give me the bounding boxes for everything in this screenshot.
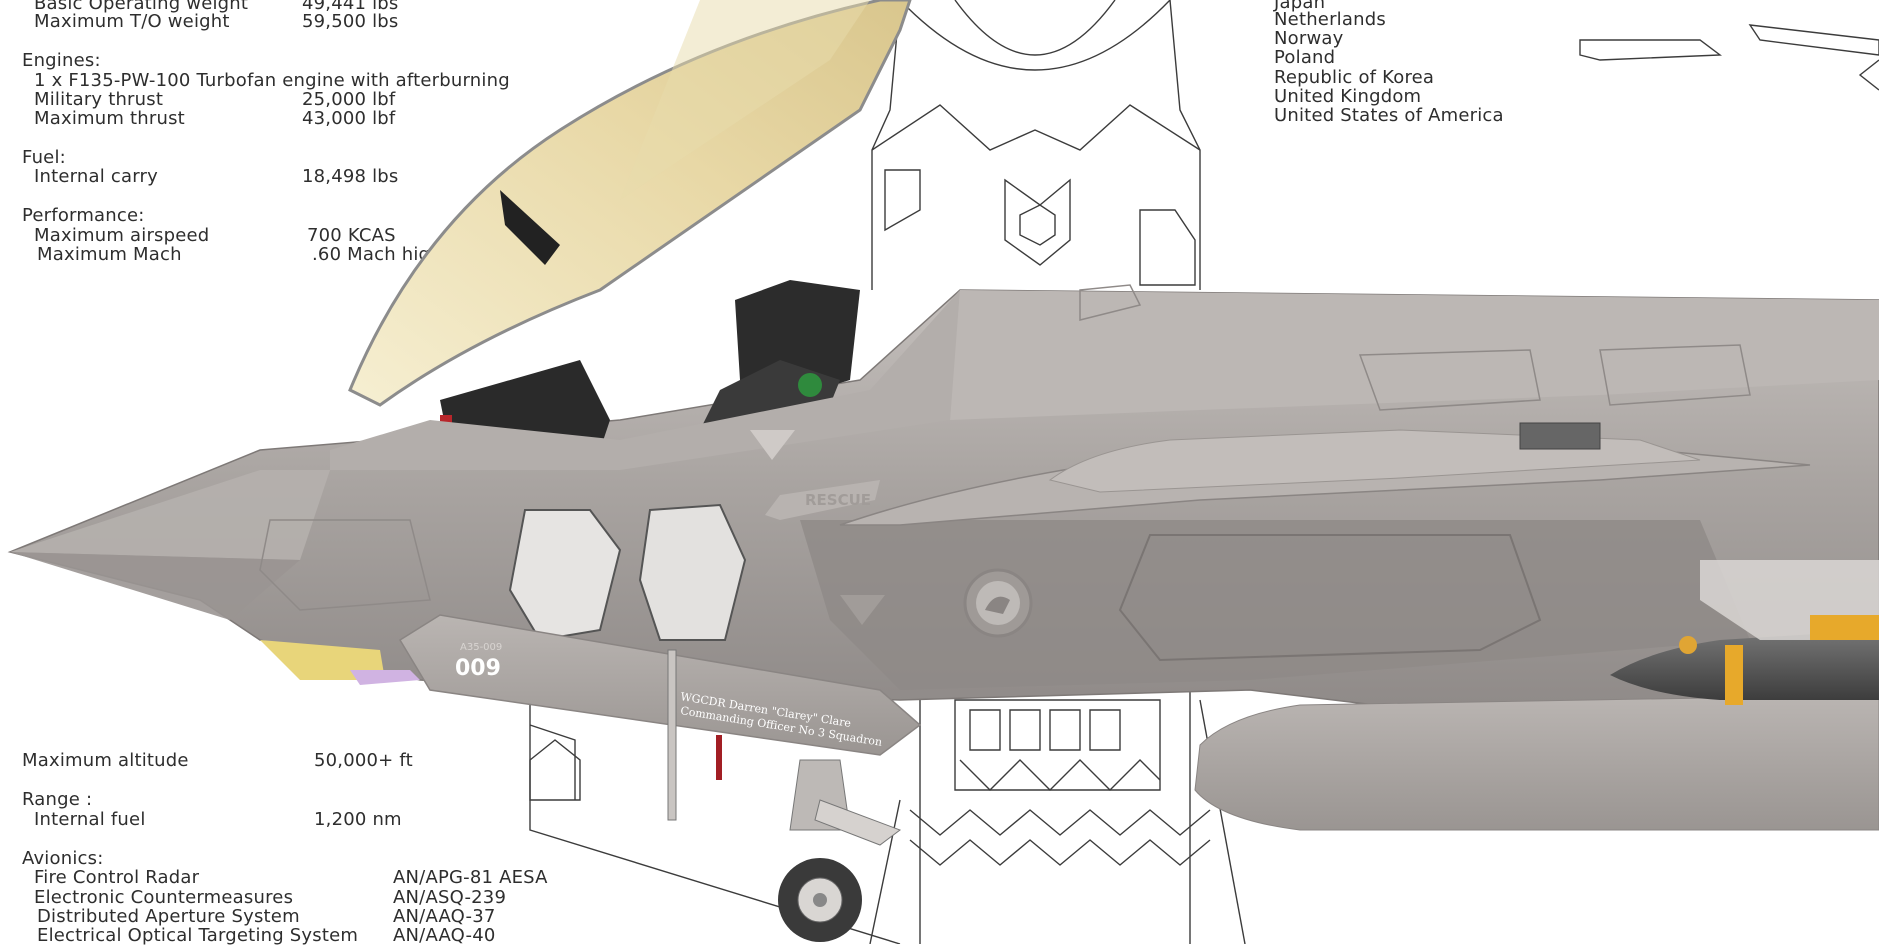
spec-maximum-thrust-value: 43,000 lbf <box>302 108 396 129</box>
spec-max-mach-label: Maximum Mach <box>37 244 182 265</box>
drop-tank <box>398 614 922 756</box>
spec-internal-fuel-label: Internal fuel <box>34 809 146 830</box>
spec-range-heading: Range : <box>22 789 93 810</box>
spec-fire-control-value: AN/APG-81 AESA <box>393 867 548 888</box>
spec-internal-carry-label: Internal carry <box>34 166 158 187</box>
spec-das-value: AN/AAQ-37 <box>393 906 496 927</box>
operator-poland: Poland <box>1274 47 1336 68</box>
spec-eots-label: Electrical Optical Targeting System <box>37 925 359 946</box>
spec-maximum-thrust-label: Maximum thrust <box>34 108 185 129</box>
spec-eots-value: AN/AAQ-40 <box>393 925 496 946</box>
roundel <box>963 568 1033 638</box>
spec-max-airspeed-label: Maximum airspeed <box>34 225 210 246</box>
spec-max-altitude-value: 50,000+ ft <box>314 750 413 771</box>
spec-basic-weight-value: 49,441 lbs <box>302 0 399 14</box>
spec-das-label: Distributed Aperture System <box>37 906 300 927</box>
spec-max-altitude-label: Maximum altitude <box>22 750 189 771</box>
operator-korea: Republic of Korea <box>1274 67 1435 88</box>
operator-netherlands: Netherlands <box>1274 9 1386 30</box>
rescue-label: RESCUE <box>805 491 871 509</box>
operator-usa: United States of America <box>1274 105 1504 126</box>
spec-fire-control-label: Fire Control Radar <box>34 867 200 888</box>
spec-internal-carry-value: 18,498 lbs <box>302 166 399 187</box>
spec-max-to-weight-value: 59,500 lbs <box>302 11 399 32</box>
spec-avionics-heading: Avionics: <box>22 848 104 869</box>
spec-ecm-label: Electronic Countermeasures <box>34 887 294 908</box>
operator-norway: Norway <box>1274 28 1344 49</box>
weapon-bay-doors <box>508 503 747 642</box>
spec-fuel-heading: Fuel: <box>22 147 66 168</box>
operator-japan: Japan <box>1274 0 1326 13</box>
nose-landing-gear <box>667 649 902 942</box>
spec-internal-fuel-value: 1,200 nm <box>314 809 402 830</box>
spec-engines-heading: Engines: <box>22 50 101 71</box>
spec-ecm-value: AN/ASQ-239 <box>393 887 507 908</box>
spec-engine-desc: 1 x F135-PW-100 Turbofan engine with aft… <box>34 70 510 91</box>
serial-large: 009 <box>455 656 501 681</box>
spec-max-to-weight-label: Maximum T/O weight <box>34 11 230 32</box>
spec-military-thrust-label: Military thrust <box>34 89 164 110</box>
spec-max-airspeed-value: 700 KCAS <box>307 225 396 246</box>
spec-performance-heading: Performance: <box>22 205 145 226</box>
wing-tank <box>1194 694 1879 831</box>
spec-military-thrust-value: 25,000 lbf <box>302 89 396 110</box>
serial-small: A35-009 <box>460 642 502 653</box>
operator-uk: United Kingdom <box>1274 86 1422 107</box>
spec-basic-weight-label: Basic Operating weight <box>34 0 249 14</box>
missile <box>1610 560 1879 705</box>
